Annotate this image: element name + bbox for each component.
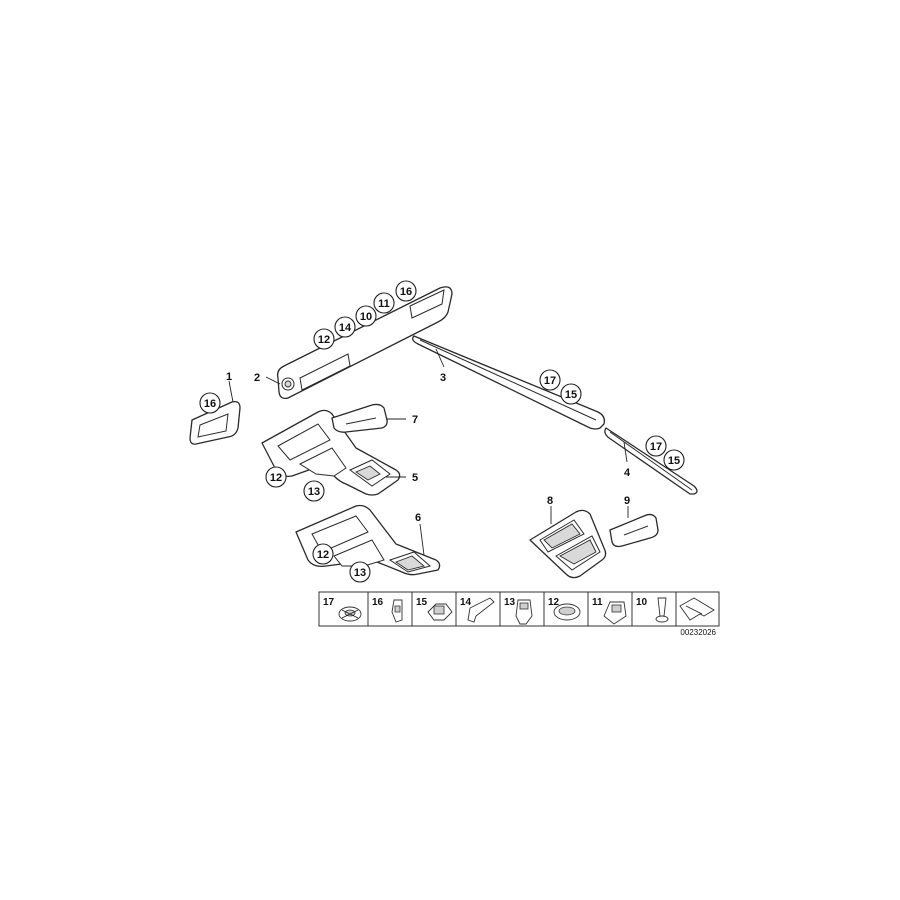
part-2-dashboard-trim[interactable] xyxy=(276,286,453,400)
leader-1 xyxy=(228,380,234,403)
legend-item-10: 10 xyxy=(636,597,648,608)
screw-icon xyxy=(655,597,669,623)
callout-15-part-4: 15 xyxy=(663,449,685,471)
callout-12-part-6: 12 xyxy=(312,543,334,565)
callout-14-part-2: 14 xyxy=(334,316,356,338)
label-7: 7 xyxy=(412,414,418,426)
svg-text:11: 11 xyxy=(378,298,390,310)
callout-17-part-4: 17 xyxy=(645,435,667,457)
svg-text:12: 12 xyxy=(317,549,329,561)
label-9: 9 xyxy=(624,495,630,507)
part-8-cupholder-trim[interactable] xyxy=(529,509,607,579)
svg-text:15: 15 xyxy=(668,455,680,467)
part-7-cover[interactable] xyxy=(331,403,388,433)
callout-13-part-6: 13 xyxy=(349,561,371,583)
svg-text:13: 13 xyxy=(308,486,320,498)
svg-text:13: 13 xyxy=(354,567,366,579)
label-4: 4 xyxy=(624,467,631,479)
svg-text:10: 10 xyxy=(360,311,372,323)
leader-4 xyxy=(623,441,628,463)
label-2: 2 xyxy=(254,372,260,384)
oval-cap-icon xyxy=(553,603,581,621)
callout-10-part-2: 10 xyxy=(355,305,377,327)
legend-item-13: 13 xyxy=(504,597,516,608)
nav-arrow-icon xyxy=(679,597,715,621)
label-1: 1 xyxy=(226,371,232,383)
part-3-strip[interactable] xyxy=(412,335,606,430)
svg-text:14: 14 xyxy=(339,322,352,334)
svg-text:17: 17 xyxy=(650,441,662,453)
spring-clip-icon xyxy=(515,599,533,625)
legend-item-17: 17 xyxy=(323,597,335,608)
grommet-icon xyxy=(338,606,362,622)
label-6: 6 xyxy=(415,512,421,524)
part-4-strip[interactable] xyxy=(604,427,698,495)
legend-item-15: 15 xyxy=(416,597,428,608)
legend-item-16: 16 xyxy=(372,597,384,608)
hook-clip-icon xyxy=(467,597,495,623)
clip-icon xyxy=(391,599,403,623)
svg-text:15: 15 xyxy=(565,389,577,401)
svg-text:12: 12 xyxy=(318,334,330,346)
callout-12-part-5: 12 xyxy=(265,466,287,488)
svg-text:12: 12 xyxy=(270,472,282,484)
callout-17-part-3: 17 xyxy=(539,369,561,391)
label-8: 8 xyxy=(547,495,553,507)
part-1-trim[interactable] xyxy=(189,400,241,445)
square-clip-icon xyxy=(603,601,627,625)
callout-12-part-2: 12 xyxy=(313,328,335,350)
legend-item-12: 12 xyxy=(548,597,560,608)
push-button-icon xyxy=(427,603,453,621)
svg-text:16: 16 xyxy=(400,286,412,298)
label-5: 5 xyxy=(412,472,418,484)
callout-13-part-5: 13 xyxy=(303,480,325,502)
part-9-cover[interactable] xyxy=(609,513,659,548)
legend-strip: 17 16 15 14 13 12 11 10 xyxy=(318,591,720,627)
leader-2 xyxy=(265,376,281,385)
svg-text:16: 16 xyxy=(204,398,216,410)
legend-item-14: 14 xyxy=(460,597,472,608)
callout-15-part-3: 15 xyxy=(560,383,582,405)
callout-11-part-2: 11 xyxy=(373,292,395,314)
leader-6 xyxy=(419,523,425,556)
leader-3 xyxy=(435,348,445,368)
callout-16-part-2: 16 xyxy=(395,280,417,302)
callout-16-part-1: 16 xyxy=(199,392,221,414)
part-5-console-trim[interactable] xyxy=(261,409,401,496)
label-3: 3 xyxy=(440,372,446,384)
legend-item-11: 11 xyxy=(592,597,603,608)
reference-number: 00232026 xyxy=(680,628,716,637)
svg-text:17: 17 xyxy=(544,375,556,387)
